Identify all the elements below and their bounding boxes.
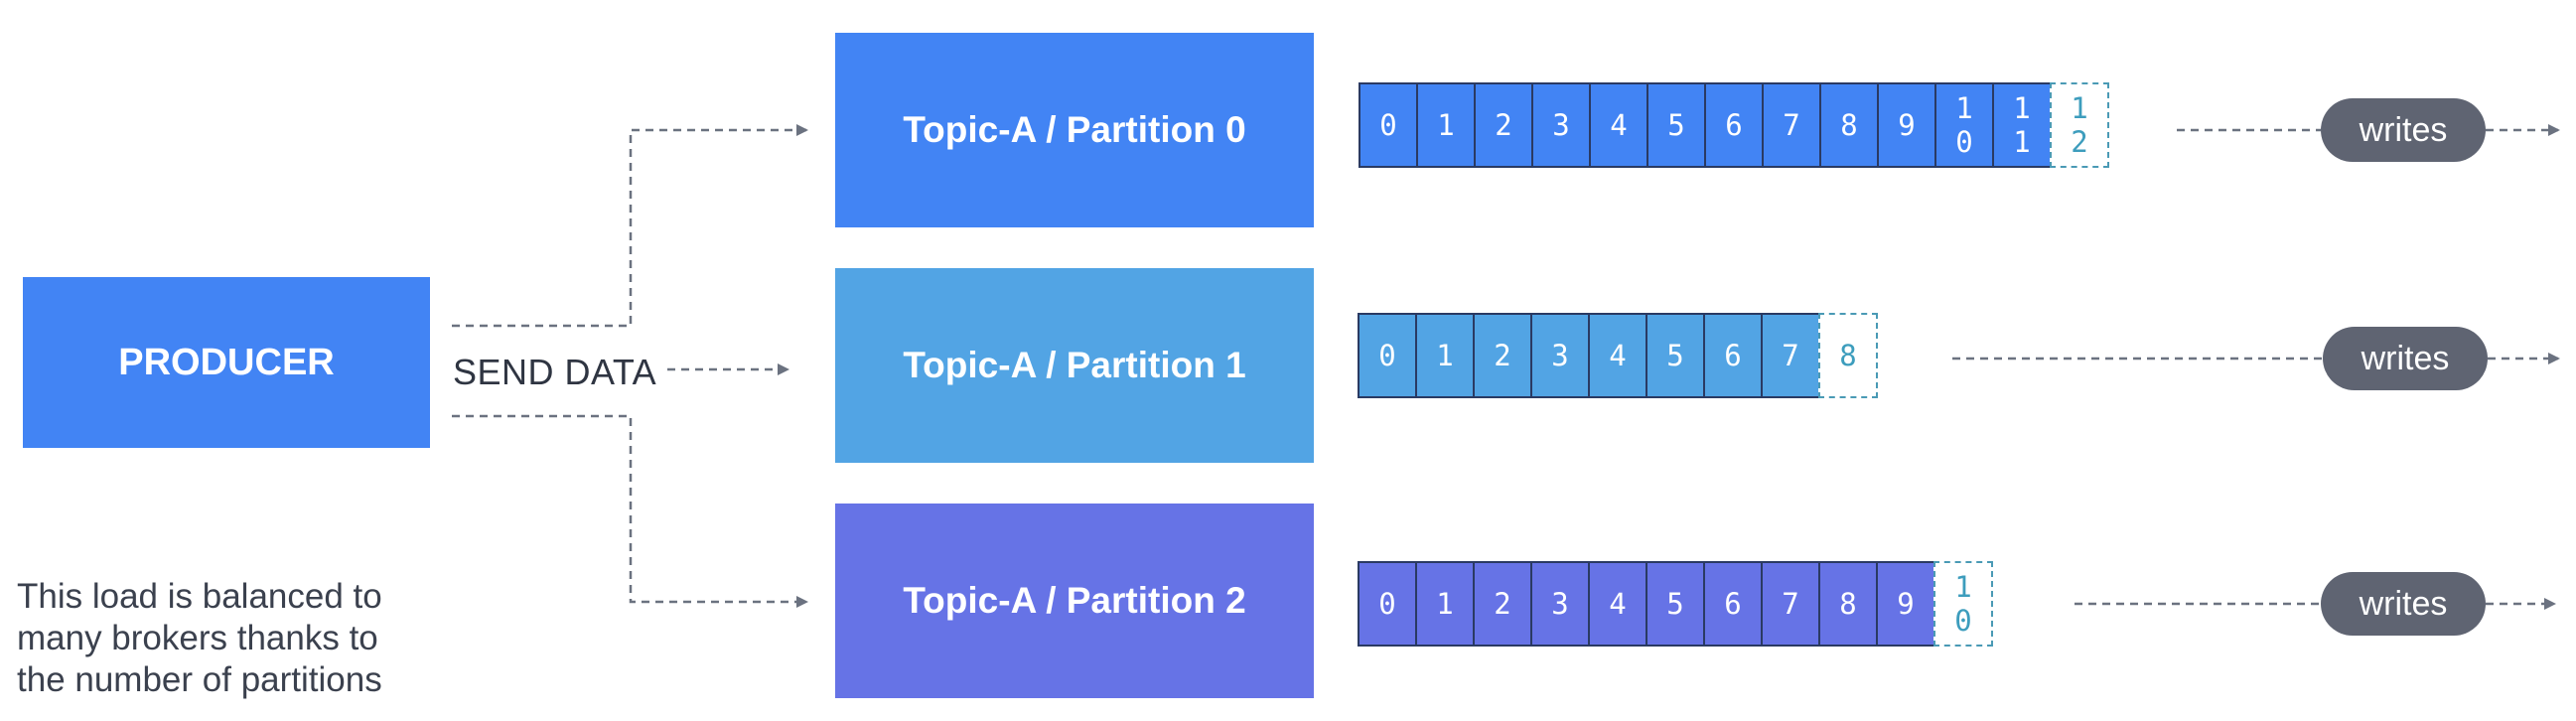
note-line: This load is balanced to bbox=[17, 577, 382, 616]
producer-label: PRODUCER bbox=[118, 341, 335, 383]
offset-cell: 0 bbox=[1358, 561, 1417, 647]
offset-cell: 7 bbox=[1761, 313, 1820, 398]
offset-cell: 3 bbox=[1530, 561, 1590, 647]
offset-cell: 4 bbox=[1588, 313, 1647, 398]
note-line: many brokers thanks to bbox=[17, 619, 378, 657]
partition-0-box: Topic-A / Partition 0 bbox=[835, 33, 1314, 227]
writes-pill-partition-1: writes bbox=[2323, 327, 2488, 390]
offset-cell: 0 bbox=[1358, 313, 1417, 398]
offset-cell: 1 bbox=[1416, 82, 1476, 168]
next-offset-cell: 8 bbox=[1818, 313, 1878, 398]
writes-pill-partition-2: writes bbox=[2321, 572, 2486, 636]
arrow-to-partition-0 bbox=[452, 124, 808, 328]
offset-cell: 2 bbox=[1473, 561, 1532, 647]
next-offset-cell: 1 2 bbox=[2050, 82, 2109, 168]
offset-cell: 3 bbox=[1530, 313, 1590, 398]
offset-cell: 4 bbox=[1589, 82, 1648, 168]
writes-label: writes bbox=[2359, 110, 2448, 149]
partition-0-title: Topic-A / Partition 0 bbox=[903, 109, 1246, 150]
offset-cell: 2 bbox=[1474, 82, 1533, 168]
offset-cell: 8 bbox=[1818, 561, 1878, 647]
offset-cell: 7 bbox=[1761, 561, 1820, 647]
offset-cell: 5 bbox=[1646, 82, 1706, 168]
offset-cell: 0 bbox=[1359, 82, 1418, 168]
writes-pill-partition-0: writes bbox=[2321, 98, 2486, 162]
partition-2-box: Topic-A / Partition 2 bbox=[835, 504, 1314, 698]
offset-cell: 6 bbox=[1704, 82, 1764, 168]
offset-cell: 1 bbox=[1415, 561, 1475, 647]
note-line: the number of partitions bbox=[17, 660, 382, 699]
send-data-label: SEND DATA bbox=[453, 352, 657, 392]
load-balance-note: This load is balanced to many brokers th… bbox=[17, 576, 464, 701]
offset-cell: 6 bbox=[1703, 313, 1763, 398]
offset-cell: 3 bbox=[1531, 82, 1591, 168]
offset-cell: 7 bbox=[1762, 82, 1821, 168]
partition-1-box: Topic-A / Partition 1 bbox=[835, 268, 1314, 463]
arrow-to-partition-2 bbox=[452, 414, 808, 608]
offset-cell: 8 bbox=[1819, 82, 1879, 168]
offset-cell: 9 bbox=[1876, 561, 1935, 647]
offset-cell: 2 bbox=[1473, 313, 1532, 398]
offset-cell: 4 bbox=[1588, 561, 1647, 647]
partition-1-title: Topic-A / Partition 1 bbox=[903, 345, 1246, 385]
offset-cell: 5 bbox=[1646, 561, 1705, 647]
offset-cell: 6 bbox=[1703, 561, 1763, 647]
offset-cell: 9 bbox=[1877, 82, 1936, 168]
offset-cell: 5 bbox=[1646, 313, 1705, 398]
writes-label: writes bbox=[2359, 584, 2448, 623]
offset-cell: 1 0 bbox=[1934, 82, 1994, 168]
offset-cell: 1 1 bbox=[1992, 82, 2052, 168]
offset-cell: 1 bbox=[1415, 313, 1475, 398]
producer-box: PRODUCER bbox=[23, 277, 430, 448]
partition-2-title: Topic-A / Partition 2 bbox=[903, 580, 1246, 621]
writes-label: writes bbox=[2361, 339, 2450, 377]
next-offset-cell: 1 0 bbox=[1933, 561, 1993, 647]
